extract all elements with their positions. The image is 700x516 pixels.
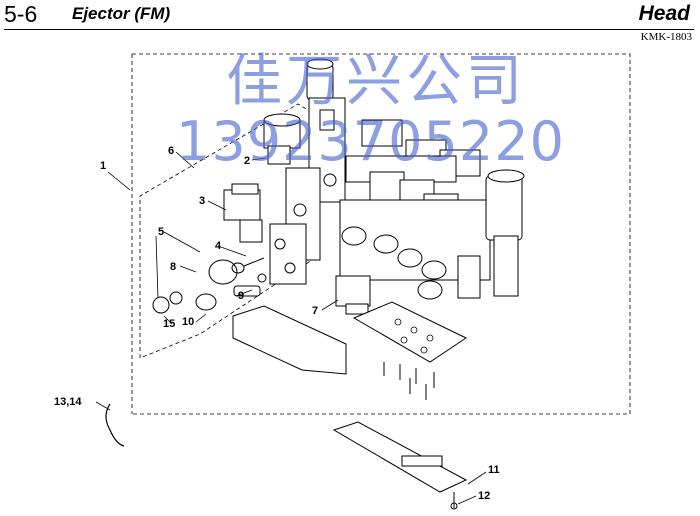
watermark-phone: 13923705220 xyxy=(176,110,565,173)
callout-2: 2 xyxy=(244,155,251,167)
solenoid-valve-7 xyxy=(335,275,371,315)
sensor-board xyxy=(332,421,468,493)
assembly-boundary xyxy=(132,53,631,415)
fitting-parts xyxy=(152,257,267,314)
base-plate xyxy=(352,301,468,363)
screws xyxy=(383,362,435,400)
callout-7: 7 xyxy=(312,305,319,317)
head-label: Head xyxy=(638,2,690,25)
callout-5: 5 xyxy=(158,226,165,238)
callout-11: 11 xyxy=(488,464,500,476)
callout-1: 1 xyxy=(100,160,107,172)
page-header: 5-6 Ejector (FM) Head KMK-1803 xyxy=(0,0,700,43)
header-rule xyxy=(4,29,694,30)
callout-4: 4 xyxy=(215,240,222,252)
section-title: Ejector (FM) xyxy=(72,4,171,23)
callout-8: 8 xyxy=(170,261,177,273)
section-number: 5-6 xyxy=(4,1,38,27)
tube-clip xyxy=(105,403,125,447)
callout-12: 12 xyxy=(478,490,491,502)
solenoid-valve-3 xyxy=(223,183,263,243)
callout-13-14: 13,14 xyxy=(54,396,82,408)
cover-plate xyxy=(232,305,347,375)
callout-3: 3 xyxy=(199,195,206,207)
model-code: KMK-1803 xyxy=(640,31,692,43)
callout-10: 10 xyxy=(182,316,195,328)
watermark-company: 佳万兴公司 xyxy=(226,49,526,114)
callout-6: 6 xyxy=(168,145,175,157)
valve-bank xyxy=(339,119,525,300)
callout-15: 15 xyxy=(163,318,176,330)
ejector-manifold xyxy=(269,58,346,285)
solenoid-valve-2 xyxy=(263,113,301,165)
callout-9: 9 xyxy=(238,290,245,302)
subassembly-boundary xyxy=(139,103,319,359)
